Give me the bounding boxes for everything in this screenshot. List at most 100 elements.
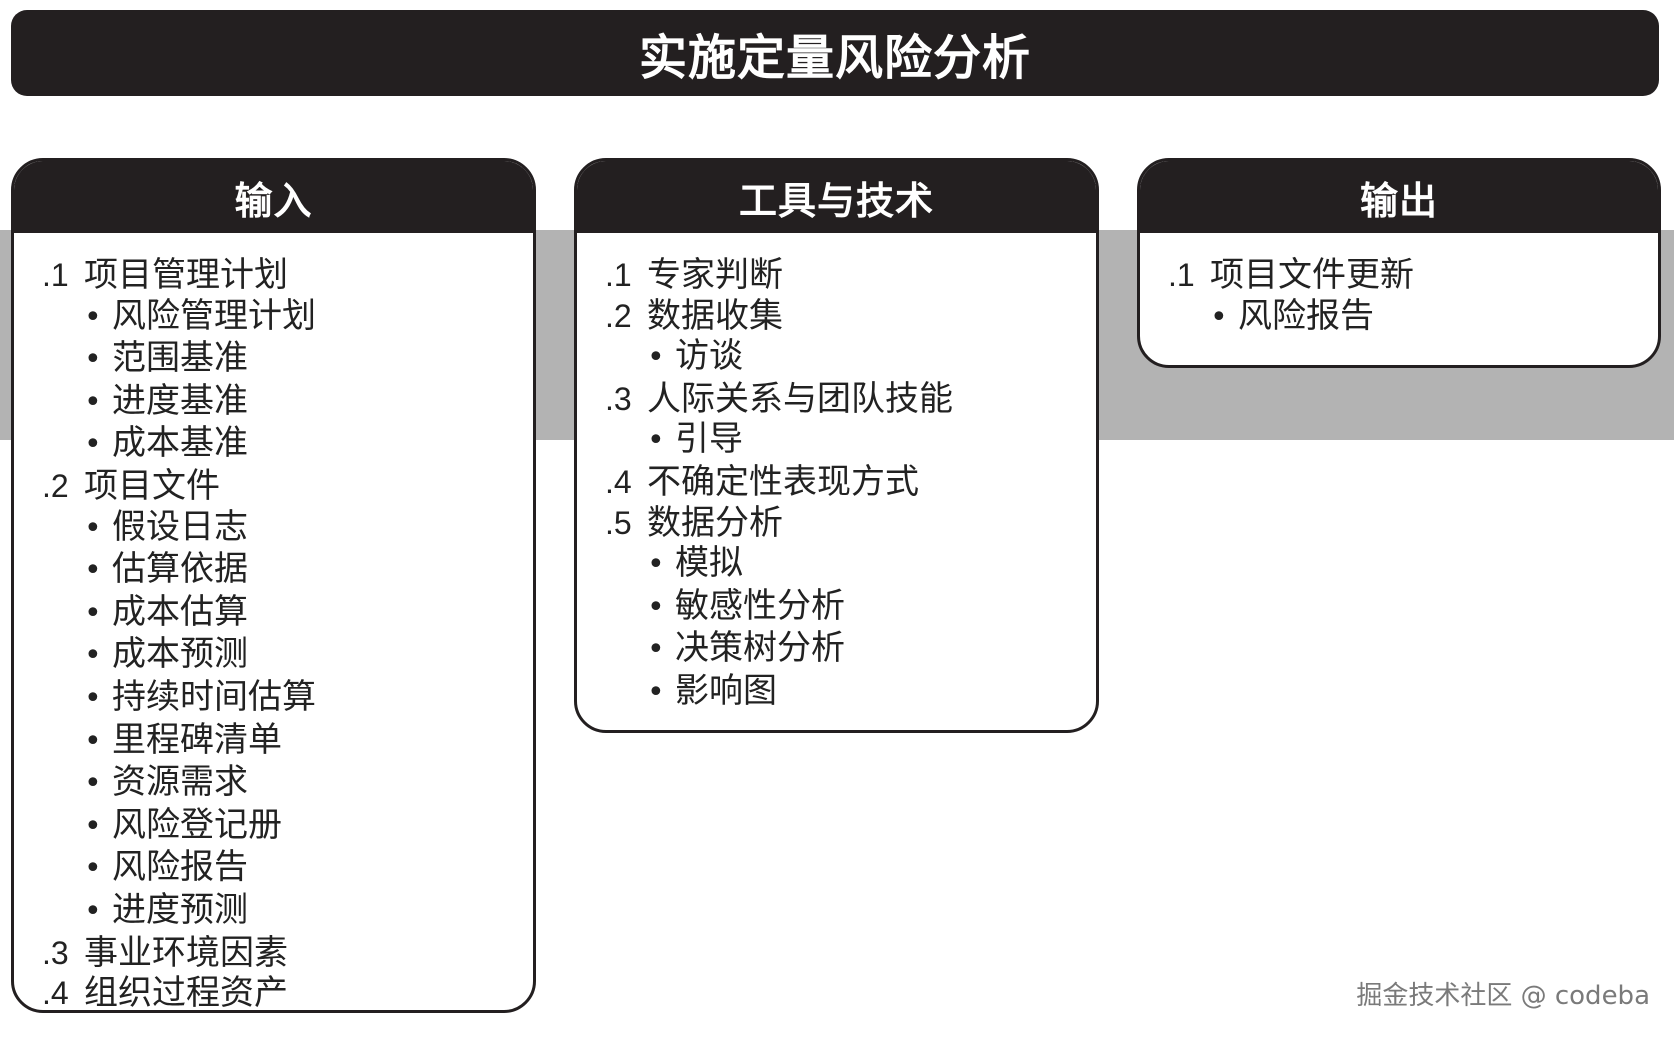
- bullet-icon: •: [647, 674, 665, 710]
- sub-item-label: 持续时间估算: [112, 676, 316, 717]
- sub-item-label: 成本预测: [112, 634, 248, 675]
- bullet-icon: •: [84, 893, 102, 929]
- tools-header: 工具与技术: [577, 161, 1096, 233]
- sub-item-label: 决策树分析: [675, 628, 845, 669]
- inputs-sub-item: •假设日志: [42, 507, 533, 550]
- inputs-sub-item: • 范围基准: [42, 338, 533, 381]
- sub-item-label: 里程碑清单: [112, 719, 282, 760]
- inputs-sub-item: • 进度基准: [42, 381, 533, 424]
- sub-item-label: 风险报告: [1238, 295, 1374, 336]
- bullet-icon: •: [647, 423, 665, 459]
- inputs-item: .4 组织过程资产: [42, 973, 533, 1013]
- inputs-sub-item: • 估算依据: [42, 549, 533, 592]
- inputs-sub-item: • 资源需求: [42, 762, 533, 805]
- inputs-item: .1 项目管理计划: [42, 255, 533, 296]
- inputs-sub-item: • 成本基准: [42, 423, 533, 466]
- diagram-title: 实施定量风险分析: [11, 10, 1659, 96]
- item-label: 项目文件更新: [1210, 255, 1414, 295]
- outputs-panel: 输出 .1 项目文件更新 • 风险报告: [1137, 158, 1661, 368]
- outputs-list: .1 项目文件更新 • 风险报告: [1140, 233, 1658, 338]
- inputs-sub-item: • 成本预测: [42, 634, 533, 677]
- sub-item-label: 估算依据: [112, 549, 248, 590]
- tools-item: .5 数据分析: [605, 503, 1096, 544]
- sub-item-label: 影响图: [675, 670, 777, 711]
- outputs-header: 输出: [1140, 161, 1658, 233]
- item-number: .2: [605, 297, 632, 334]
- inputs-item: .2 项目文件: [42, 466, 533, 507]
- tools-sub-item: • 模拟: [605, 543, 1096, 586]
- bullet-icon: •: [84, 680, 102, 716]
- sub-item-label: 引导: [675, 419, 743, 460]
- item-label: 数据收集: [647, 295, 783, 336]
- tools-item: .2 数据收集: [605, 296, 1096, 337]
- sub-item-label: 进度基准: [112, 380, 248, 421]
- item-number: .5: [605, 504, 632, 541]
- inputs-sub-item: • 进度预测: [42, 890, 533, 933]
- bullet-icon: •: [84, 384, 102, 420]
- inputs-sub-item: • 持续时间估算: [42, 677, 533, 720]
- watermark: 掘金技术社区 @ codeba: [1356, 981, 1650, 1011]
- item-number: .1: [605, 257, 632, 293]
- tools-sub-item: • 引导: [605, 419, 1096, 462]
- item-number: .1: [1168, 257, 1195, 293]
- item-number: .4: [605, 463, 632, 500]
- item-number: .3: [42, 934, 69, 971]
- bullet-icon: •: [1210, 299, 1228, 335]
- sub-item-label: 风险报告: [112, 847, 248, 888]
- tools-sub-item: • 敏感性分析: [605, 586, 1096, 629]
- sub-item-label: 成本估算: [112, 591, 248, 632]
- sub-item-label: 资源需求: [112, 762, 248, 803]
- bullet-icon: •: [84, 299, 102, 335]
- inputs-header: 输入: [14, 161, 533, 233]
- item-label: 数据分析: [647, 502, 783, 543]
- sub-item-label: 成本基准: [112, 423, 248, 464]
- bullet-icon: •: [84, 808, 102, 844]
- inputs-sub-item: • 风险报告: [42, 847, 533, 890]
- item-label: 不确定性表现方式: [647, 461, 919, 502]
- sub-item-label: 访谈: [675, 336, 743, 377]
- bullet-icon: •: [84, 851, 102, 887]
- tools-sub-item: • 决策树分析: [605, 628, 1096, 671]
- bullet-icon: •: [84, 595, 102, 631]
- item-number: .2: [42, 467, 69, 504]
- bullet-icon: •: [84, 766, 102, 802]
- bullet-icon: •: [647, 547, 665, 583]
- tools-sub-item: • 访谈: [605, 336, 1096, 379]
- sub-item-label: 敏感性分析: [675, 585, 845, 626]
- item-number: .3: [605, 380, 632, 417]
- sub-item-label: 进度预测: [112, 889, 248, 930]
- bullet-icon: •: [84, 553, 102, 589]
- bullet-icon: •: [647, 589, 665, 625]
- item-label: 人际关系与团队技能: [647, 378, 953, 419]
- sub-item-label: 模拟: [675, 543, 743, 584]
- outputs-sub-item: • 风险报告: [1168, 296, 1658, 339]
- item-label: 组织过程资产: [84, 973, 288, 1013]
- inputs-sub-item: • 风险登记册: [42, 805, 533, 848]
- tools-item: .4 不确定性表现方式: [605, 462, 1096, 503]
- outputs-item: .1 项目文件更新: [1168, 255, 1658, 296]
- sub-item-label: 假设日志: [112, 506, 248, 547]
- sub-item-label: 风险登记册: [112, 804, 282, 845]
- inputs-sub-item: • 里程碑清单: [42, 720, 533, 763]
- item-label: 项目管理计划: [84, 255, 288, 295]
- bullet-icon: •: [84, 427, 102, 463]
- inputs-sub-item: •风险管理计划: [42, 296, 533, 339]
- item-label: 项目文件: [84, 465, 220, 506]
- item-number: .4: [42, 975, 69, 1012]
- bullet-icon: •: [84, 723, 102, 759]
- bullet-icon: •: [647, 340, 665, 376]
- sub-item-label: 范围基准: [112, 338, 248, 379]
- tools-item: .3 人际关系与团队技能: [605, 379, 1096, 420]
- inputs-sub-item: • 成本估算: [42, 592, 533, 635]
- tools-sub-item: • 影响图: [605, 671, 1096, 714]
- bullet-icon: •: [84, 638, 102, 674]
- item-number: .1: [42, 257, 69, 293]
- bullet-icon: •: [84, 342, 102, 378]
- bullet-icon: •: [647, 632, 665, 668]
